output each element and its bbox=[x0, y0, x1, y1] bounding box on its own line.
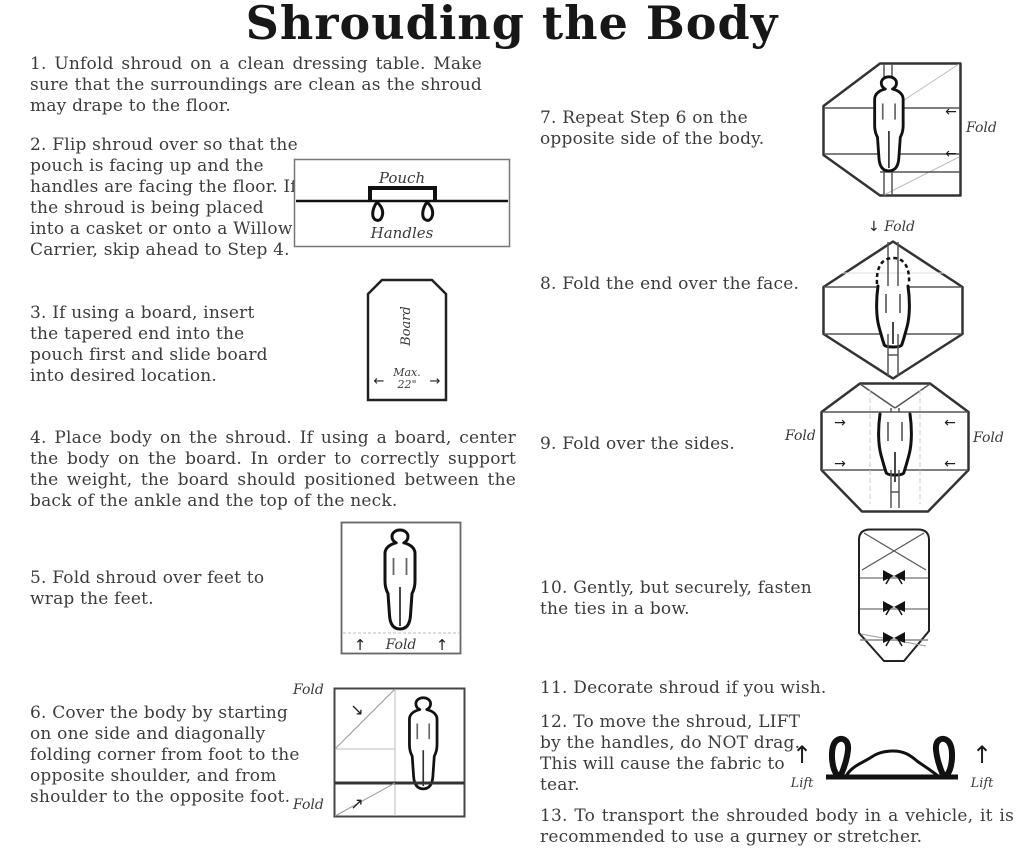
arrow-up-icon: ↑ bbox=[792, 741, 812, 769]
step-1-text: 1. Unfold shroud on a clean dressing tab… bbox=[30, 54, 482, 117]
arrow-left-icon: ← bbox=[945, 104, 957, 120]
bow-tie-icon bbox=[883, 570, 905, 585]
fold-label: Fold bbox=[293, 797, 324, 813]
board-label: Board bbox=[399, 306, 414, 347]
fold-label: Fold bbox=[785, 428, 816, 444]
arrow-right-icon: → bbox=[834, 415, 846, 431]
step-13-text: 13. To transport the shrouded body in a … bbox=[540, 806, 1014, 848]
max-width-value: 22" bbox=[396, 378, 416, 391]
arrow-up-right-icon: ↗ bbox=[350, 794, 363, 813]
covered-head-outline bbox=[875, 256, 911, 285]
handle-loop-right bbox=[421, 200, 435, 222]
bow-tie-icon bbox=[883, 601, 905, 616]
body-hump bbox=[844, 749, 939, 778]
fold-sides-diagram: → → ← ← bbox=[820, 382, 970, 513]
arrow-down-right-icon: ↘ bbox=[350, 700, 363, 719]
handle-loop-right bbox=[932, 735, 955, 778]
step-10-text: 10. Gently, but securely, fasten the tie… bbox=[540, 578, 812, 620]
step-4-text: 4. Place body on the shroud. If using a … bbox=[30, 428, 516, 512]
pouch-label: Pouch bbox=[378, 169, 425, 187]
fold-label: Fold bbox=[973, 430, 1004, 446]
handle-bar bbox=[368, 186, 437, 201]
fold-face-diagram bbox=[822, 240, 964, 380]
handle-loop-left bbox=[371, 200, 385, 222]
page-title: Shrouding the Body bbox=[245, 0, 779, 50]
step-6-text: 6. Cover the body by starting on one sid… bbox=[30, 703, 300, 808]
fold-label: Fold bbox=[884, 219, 916, 235]
fold-feet-diagram: ↑ Fold ↑ bbox=[340, 521, 462, 655]
pouch-handles-diagram: Pouch Handles bbox=[293, 158, 511, 248]
handles-label: Handles bbox=[370, 224, 434, 242]
fold-label: Fold bbox=[293, 682, 324, 698]
step-2-text: 2. Flip shroud over so that the pouch is… bbox=[30, 135, 298, 261]
arrow-left-icon: ← bbox=[374, 374, 385, 389]
lift-label: Lift bbox=[970, 776, 995, 791]
step-11-text: 11. Decorate shroud if you wish. bbox=[540, 678, 827, 698]
fold-label: Fold bbox=[385, 637, 417, 653]
arrow-left-icon: ← bbox=[945, 146, 957, 162]
step-5-text: 5. Fold shroud over feet to wrap the fee… bbox=[30, 568, 265, 610]
step-9-text: 9. Fold over the sides. bbox=[540, 434, 735, 454]
step-3-text: 3. If using a board, insert the tapered … bbox=[30, 303, 268, 387]
arrow-right-icon: → bbox=[834, 456, 846, 472]
arrow-up-icon: ↑ bbox=[354, 636, 367, 654]
arrow-left-icon: ← bbox=[944, 415, 956, 431]
lift-handles-diagram: ↑ Lift ↑ Lift bbox=[790, 735, 995, 791]
step-12-text: 12. To move the shroud, LIFT by the hand… bbox=[540, 712, 801, 796]
board-diagram: Board Max. 22" ← → bbox=[366, 278, 448, 402]
arrow-down-icon: ↓ bbox=[868, 219, 880, 235]
step-8-text: 8. Fold the end over the face. bbox=[540, 274, 800, 294]
arrow-right-icon: → bbox=[430, 374, 441, 389]
arrow-left-icon: ← bbox=[944, 456, 956, 472]
max-width-label: Max. bbox=[392, 366, 421, 379]
fold-label: Fold bbox=[966, 120, 997, 136]
arrow-up-icon: ↑ bbox=[972, 741, 992, 769]
fold-down-label: ↓ Fold bbox=[868, 219, 915, 235]
tied-bundle-diagram bbox=[858, 528, 930, 662]
step-7-text: 7. Repeat Step 6 on the opposite side of… bbox=[540, 108, 765, 150]
diagonal-fold-diagram: ↘ ↗ bbox=[333, 687, 466, 818]
handle-loop-left bbox=[829, 735, 852, 778]
bow-tie-icon bbox=[883, 632, 905, 647]
arrow-up-icon: ↑ bbox=[436, 636, 449, 654]
lift-label: Lift bbox=[790, 776, 815, 791]
opposite-fold-diagram: ← ← bbox=[822, 62, 962, 197]
